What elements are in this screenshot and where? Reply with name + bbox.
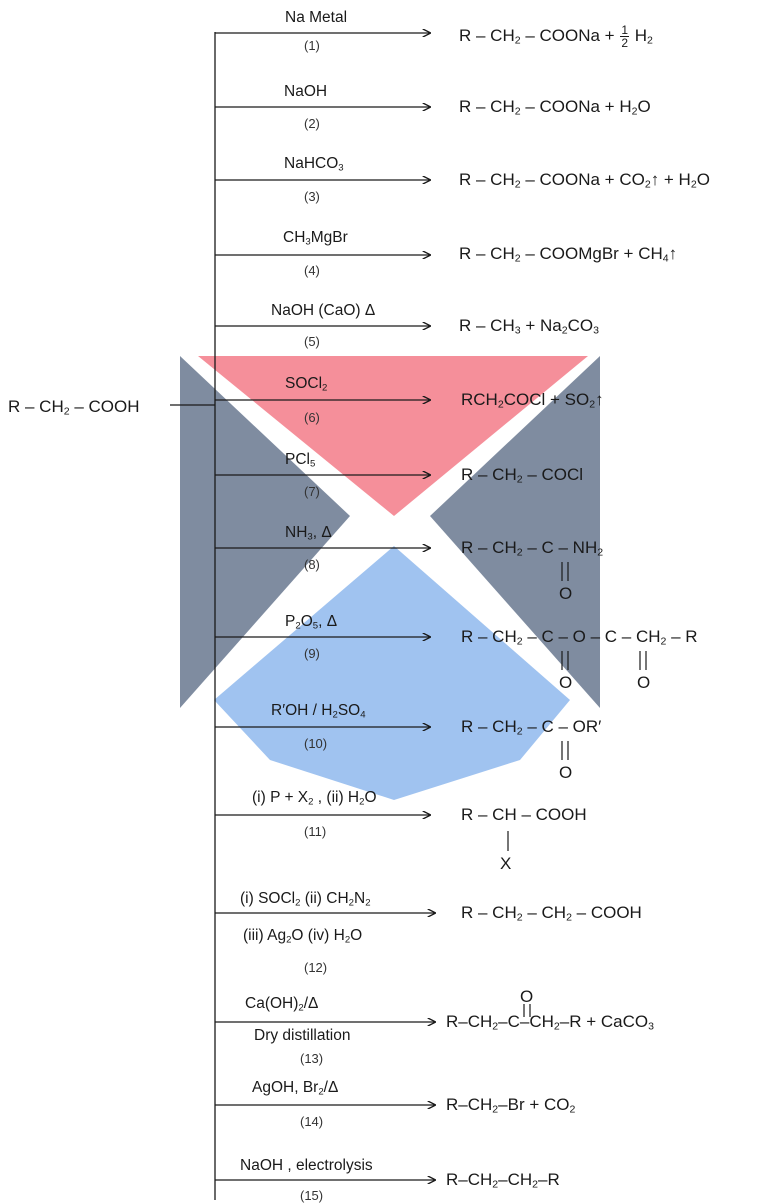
halogen-substituent: X	[500, 854, 512, 873]
step-15: (15)	[300, 1188, 324, 1203]
step-4: (4)	[304, 263, 320, 278]
step-11: (11)	[304, 824, 327, 839]
carbonyl-oxygen-10: O	[559, 763, 573, 782]
product-10: R – CH2 – C – OR′	[461, 717, 602, 738]
reagent-8: NH3, Δ	[285, 524, 332, 543]
step-7: (7)	[304, 484, 320, 499]
reagent-9: P2O5, Δ	[285, 613, 338, 632]
product-7: R – CH2 – COCl	[461, 465, 584, 486]
carbonyl-oxygen-8: O	[559, 584, 573, 603]
step-2: (2)	[304, 116, 320, 131]
reagent-13-below: Dry distillation	[254, 1027, 351, 1044]
reagent-12: (i) SOCl2 (ii) CH2N2	[240, 890, 371, 909]
step-3: (3)	[304, 189, 320, 204]
reagent-7: PCl5	[285, 451, 316, 470]
reactant-formula: R – CH2 – COOH	[8, 397, 140, 418]
step-12: (12)	[304, 960, 328, 975]
product-3: R – CH2 – COONa + CO2↑ + H2O	[459, 170, 710, 191]
watermark-bottom-shape	[214, 546, 570, 800]
carbonyl-oxygen-9a: O	[559, 673, 573, 692]
watermark-left-shape	[180, 356, 350, 708]
reagent-3: NaHCO3	[284, 155, 344, 174]
product-9: R – CH2 – C – O – C – CH2 – R	[461, 627, 698, 648]
product-11: R – CH – COOH	[461, 805, 587, 824]
step-13: (13)	[300, 1051, 324, 1066]
reagent-15: NaOH , electrolysis	[240, 1157, 373, 1174]
product-14: R–CH2–Br + CO2	[446, 1095, 576, 1116]
reagent-10: R′OH / H2SO4	[271, 702, 366, 721]
carbonyl-oxygen-9b: O	[637, 673, 651, 692]
reagent-6: SOCl2	[285, 375, 328, 394]
watermark-right-shape	[430, 356, 600, 708]
product-5: R – CH3 + Na2CO3	[459, 316, 599, 337]
reagent-1: Na Metal	[285, 9, 348, 26]
reagent-13: Ca(OH)2/Δ	[245, 995, 319, 1014]
step-6: (6)	[304, 410, 320, 425]
step-9: (9)	[304, 646, 320, 661]
step-14: (14)	[300, 1114, 324, 1129]
product-13: R–CH2–C–CH2–R + CaCO3	[446, 1012, 654, 1033]
step-1: (1)	[304, 38, 320, 53]
product-2: R – CH2 – COONa + H2O	[459, 97, 651, 118]
step-8: (8)	[304, 557, 320, 572]
product-8: R – CH2 – C – NH2	[461, 538, 604, 559]
product-12: R – CH2 – CH2 – COOH	[461, 903, 642, 924]
product-15: R–CH2–CH2–R	[446, 1170, 560, 1191]
product-4: R – CH2 – COOMgBr + CH4↑	[459, 244, 678, 265]
watermark-top-triangle	[198, 356, 588, 516]
reagent-2: NaOH	[284, 83, 328, 100]
product-6: RCH2COCl + SO2↑	[461, 390, 604, 411]
reagent-14: AgOH, Br2/Δ	[252, 1079, 339, 1098]
reagent-4: CH3MgBr	[283, 229, 348, 248]
reagent-11: (i) P + X2 , (ii) H2O	[252, 789, 377, 808]
reagent-5: NaOH (CaO) Δ	[271, 302, 376, 319]
reagent-12-below: (iii) Ag2O (iv) H2O	[243, 927, 363, 946]
carbonyl-oxygen-13: O	[520, 987, 534, 1006]
step-10: (10)	[304, 736, 328, 751]
step-5: (5)	[304, 334, 320, 349]
